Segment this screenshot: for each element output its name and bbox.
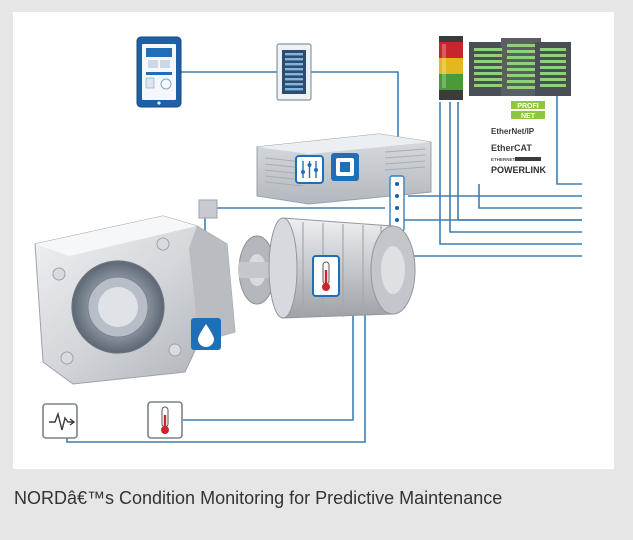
powerlink-logo: POWERLINK	[491, 165, 546, 175]
profinet-bottom-text: NET	[521, 113, 536, 120]
signal-tower-icon	[439, 36, 463, 100]
thermometer-icon	[312, 255, 340, 297]
oil-drop-icon	[191, 318, 221, 350]
tablet-app-icon	[136, 36, 182, 108]
condition-monitoring-diagram: PROFI NET EtherNet/IP EtherCAT ETHERNET …	[13, 12, 614, 469]
profinet-logo: PROFI NET	[511, 101, 545, 120]
server-rack-icon	[469, 38, 571, 96]
line-signal-a	[439, 102, 582, 245]
ethercat-logo: EtherCAT	[491, 143, 532, 153]
vibration-sensor-icon	[42, 403, 78, 439]
diagram-canvas: PROFI NET EtherNet/IP EtherCAT ETHERNET …	[34, 36, 582, 443]
powerlink-small-text: ETHERNET	[491, 157, 516, 162]
external-thermometer-icon	[147, 401, 183, 439]
powerlink-bar	[515, 157, 541, 161]
line-servers	[556, 94, 582, 185]
ethernetip-logo: EtherNet/IP	[491, 127, 535, 136]
display-panel-icon	[276, 43, 312, 101]
protocol-logos: PROFI NET EtherNet/IP EtherCAT ETHERNET …	[491, 101, 546, 175]
gearbox-icon	[34, 199, 236, 385]
frequency-inverter-icon	[256, 133, 432, 246]
figure-caption: NORDâ€™s Condition Monitoring for Predic…	[14, 488, 503, 508]
profinet-top-text: PROFI	[517, 103, 538, 110]
line-signal-b	[449, 102, 582, 233]
line-bus-1	[478, 184, 582, 209]
